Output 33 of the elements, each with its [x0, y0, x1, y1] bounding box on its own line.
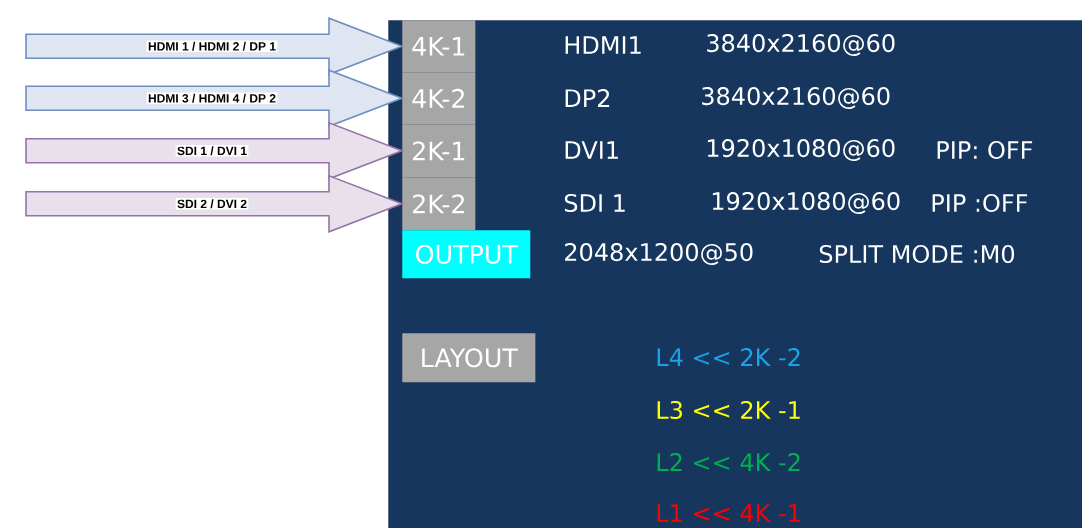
screen-text: 3840x2160@60 [702, 87, 890, 109]
screen-text: L3 << 2K -1 [657, 400, 800, 420]
block-arrow [25, 174, 405, 233]
screen-text: SDI 1 [564, 193, 625, 213]
label-chip: OUTPUT [402, 230, 531, 279]
edge-label: SDI 1 / DVI 1 [177, 146, 247, 156]
screen-text: PIP :OFF [932, 193, 1028, 213]
screen-text: L4 << 2K -2 [657, 348, 800, 366]
screen-text: SPLIT MODE :M0 [819, 244, 1015, 264]
screen-text: L2 << 4K -2 [657, 453, 800, 471]
screen-text: PIP: OFF [937, 140, 1033, 160]
screen-text: HDMI1 [565, 36, 641, 54]
label-chip: 4K-2 [402, 72, 476, 125]
screen-text: 3840x2160@60 [707, 34, 895, 56]
label-chip: LAYOUT [402, 333, 536, 383]
block-arrow [25, 121, 405, 180]
node-label: 2K-1 [413, 141, 465, 161]
node-label: 4K-2 [412, 88, 464, 108]
edge-label: SDI 2 / DVI 2 [177, 199, 247, 209]
node-label: 2K-2 [413, 194, 464, 214]
screen-text: 1920x1080@60 [712, 192, 900, 214]
screen-text: DP2 [565, 89, 610, 107]
screen-text: 2048x1200@50 [565, 243, 753, 265]
label-chip: 4K-1 [402, 20, 476, 73]
screen-panel [388, 20, 1082, 528]
label-chip: 2K-1 [402, 124, 476, 178]
screen-text: DVI1 [565, 141, 618, 159]
label-chip: 2K-2 [402, 177, 476, 231]
node-label: 4K-1 [412, 37, 465, 56]
edge-label: HDMI 1 / HDMI 2 / DP 1 [148, 41, 276, 51]
edge-label: HDMI 3 / HDMI 4 / DP 2 [148, 93, 276, 103]
screen-text: 1920x1080@60 [707, 139, 895, 161]
screen-text: L1 << 4K -1 [657, 504, 800, 522]
